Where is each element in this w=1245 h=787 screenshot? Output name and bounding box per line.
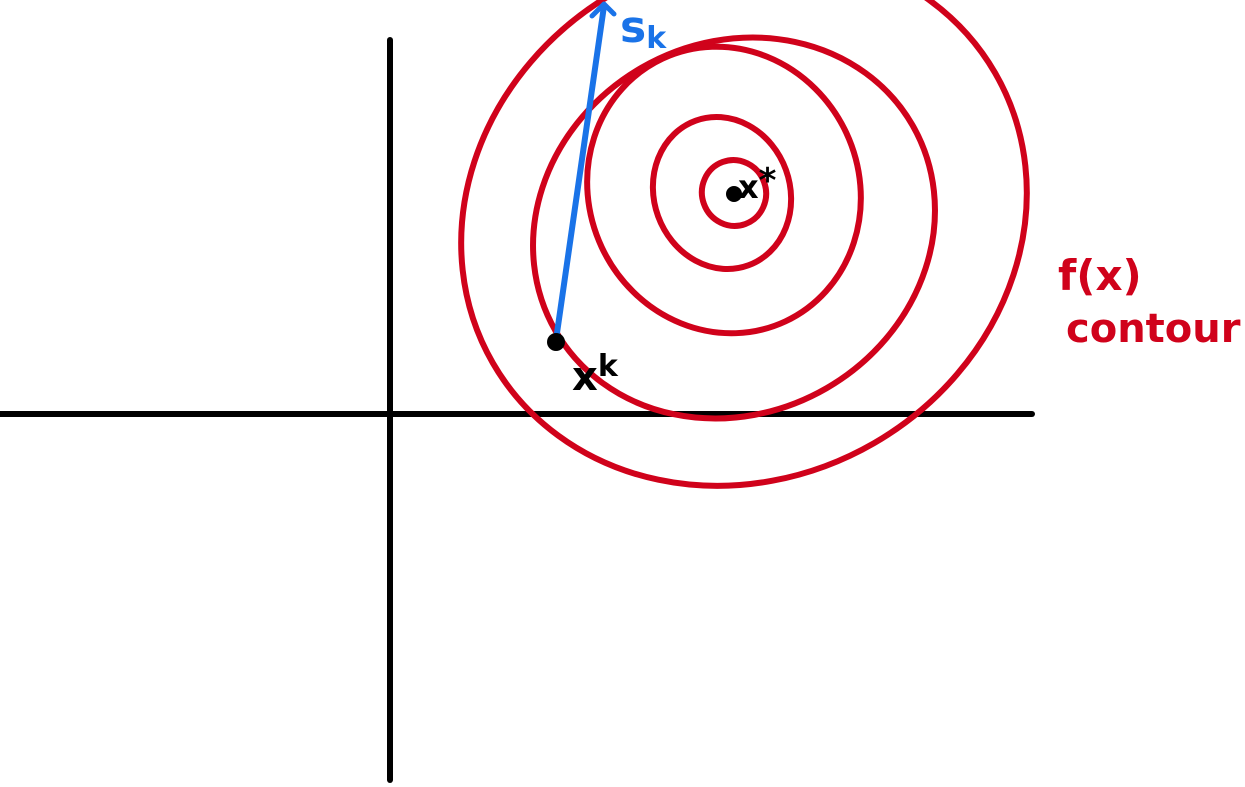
- current-point-dot: [547, 333, 565, 351]
- arrowhead-icon: [589, 1, 617, 19]
- current-point-label: xk: [572, 349, 619, 400]
- contour-ring-5: [458, 0, 1030, 489]
- direction-label: sk: [620, 2, 667, 56]
- contour-ring-4: [530, 34, 938, 422]
- optimum-label: x*: [738, 161, 777, 206]
- axes: [0, 37, 1035, 783]
- contour-label-line2: contour: [1066, 306, 1241, 352]
- contour-label-line1: f(x): [1058, 251, 1142, 300]
- contours: [458, 0, 1030, 489]
- contour-ring-1: [698, 157, 770, 229]
- direction-vector: [553, 1, 617, 343]
- contour-ring-2: [649, 113, 795, 273]
- direction-line: [553, 3, 607, 343]
- optimum-point-dot: [726, 186, 742, 202]
